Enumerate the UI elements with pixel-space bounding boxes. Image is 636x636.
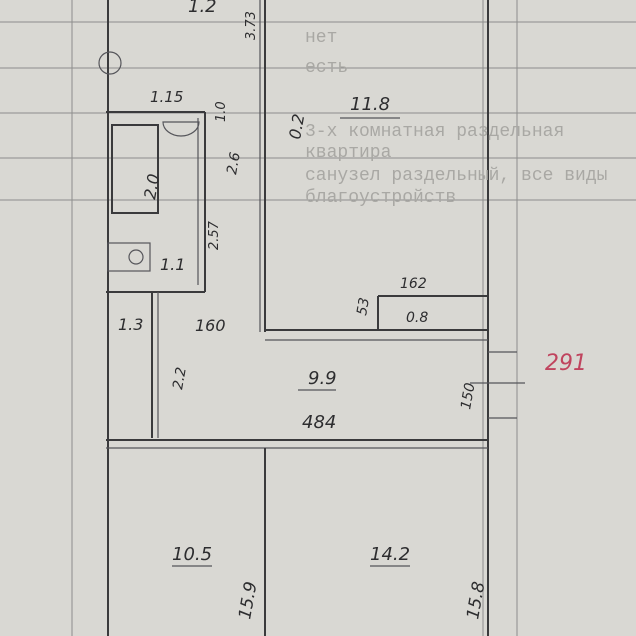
label-hall-length: 484 [302, 412, 336, 433]
label-corridor-width: 160 [195, 316, 226, 335]
red-annotation: 291 [545, 351, 587, 376]
sink-icon [162, 121, 200, 137]
label-hall-opening: 150 [458, 382, 478, 411]
label-bath-small: 1.0 [214, 101, 229, 122]
label-room-right-area: 14.2 [370, 544, 410, 565]
label-bath-depth: 2.6 [224, 151, 244, 176]
label-bath-area: 2.0 [140, 172, 163, 200]
label-corridor-side: 1.3 [118, 315, 143, 334]
label-closet-area: 0.8 [406, 310, 428, 326]
walls [106, 0, 525, 636]
label-room-left-area: 10.5 [172, 544, 212, 565]
form-line-1: нет [305, 28, 338, 48]
form-line-3: 3-х комнатная раздельная квартира [305, 122, 565, 163]
label-room-top-side: 0.2 [285, 112, 308, 140]
label-bath-length: 2.57 [207, 220, 222, 250]
riser-icon [98, 51, 122, 75]
label-top-area: 1.2 [188, 0, 217, 17]
bathtub-icon [111, 124, 159, 214]
label-hall-area: 9.9 [308, 368, 337, 389]
label-closet-depth: 53 [354, 296, 373, 316]
label-room-top-area: 11.8 [350, 94, 390, 115]
form-line-2: есть [305, 58, 349, 78]
toilet-icon [107, 242, 151, 272]
dimension-labels: 1.2 3.73 1.15 1.0 2.0 2.6 2.57 1.1 11.8 … [118, 0, 490, 621]
label-toilet-area: 1.1 [160, 255, 185, 274]
label-bath-width: 1.15 [150, 88, 183, 106]
form-line-4: санузел раздельный, все виды [305, 166, 608, 186]
label-top-height: 3.73 [244, 11, 259, 40]
label-corridor-door: 2.2 [170, 366, 190, 391]
form-line-5: благоустройств [305, 188, 457, 208]
label-closet-width: 162 [400, 276, 427, 292]
